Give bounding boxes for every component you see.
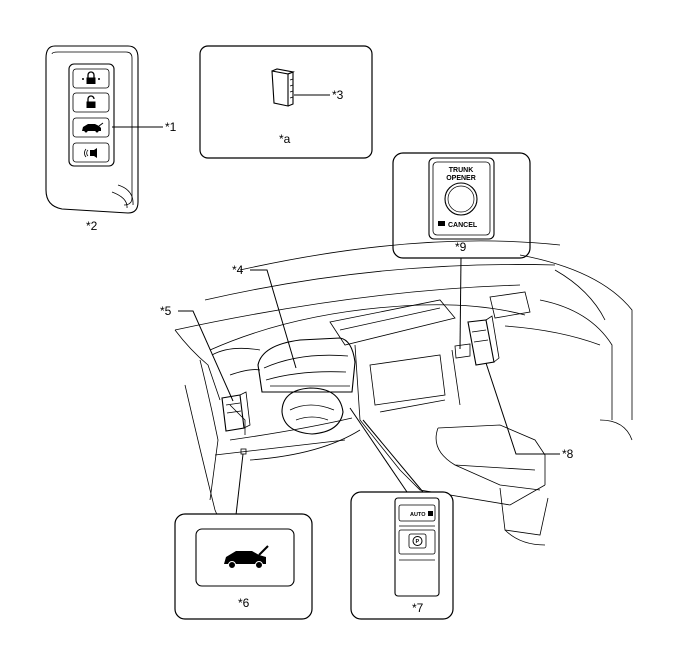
callout-7: *7 <box>412 601 424 615</box>
unlock-icon <box>86 95 96 108</box>
callout-6: *6 <box>238 596 250 610</box>
opener-label: OPENER <box>446 175 476 182</box>
instrument-panel <box>174 240 633 546</box>
auto-label: AUTO <box>410 512 426 518</box>
svg-text:P: P <box>416 539 420 545</box>
cancel-indicator-icon <box>438 221 445 226</box>
callout-a: *a <box>279 132 291 146</box>
trunk-label: TRUNK <box>449 167 474 174</box>
callout-3: *3 <box>332 88 344 102</box>
callout-5: *5 <box>160 304 172 318</box>
callout-9: *9 <box>455 240 467 254</box>
callout-8: *8 <box>562 447 574 461</box>
cancel-label: CANCEL <box>448 222 478 229</box>
console-switch-inset-frame <box>350 491 454 620</box>
parking-brake-icon: P <box>412 536 423 546</box>
car-trunk-open-icon <box>224 545 269 569</box>
callout-1: *1 <box>165 120 177 134</box>
ecu-inset-frame <box>199 45 373 159</box>
panic-icon <box>84 148 97 158</box>
trunk-switch-inset-frame <box>174 513 313 620</box>
console-switch-panel: AUTO P <box>394 497 440 597</box>
callout-2: *2 <box>86 219 98 233</box>
trunk-opener-switch: TRUNK OPENER CANCEL <box>428 157 495 240</box>
trunk-open-icon <box>82 122 104 133</box>
trunk-opener-inset-frame <box>392 152 531 259</box>
callout-4: *4 <box>232 263 244 277</box>
smart-key-fob <box>45 45 163 214</box>
lock-icon <box>82 71 100 84</box>
ecu-module <box>271 68 295 107</box>
